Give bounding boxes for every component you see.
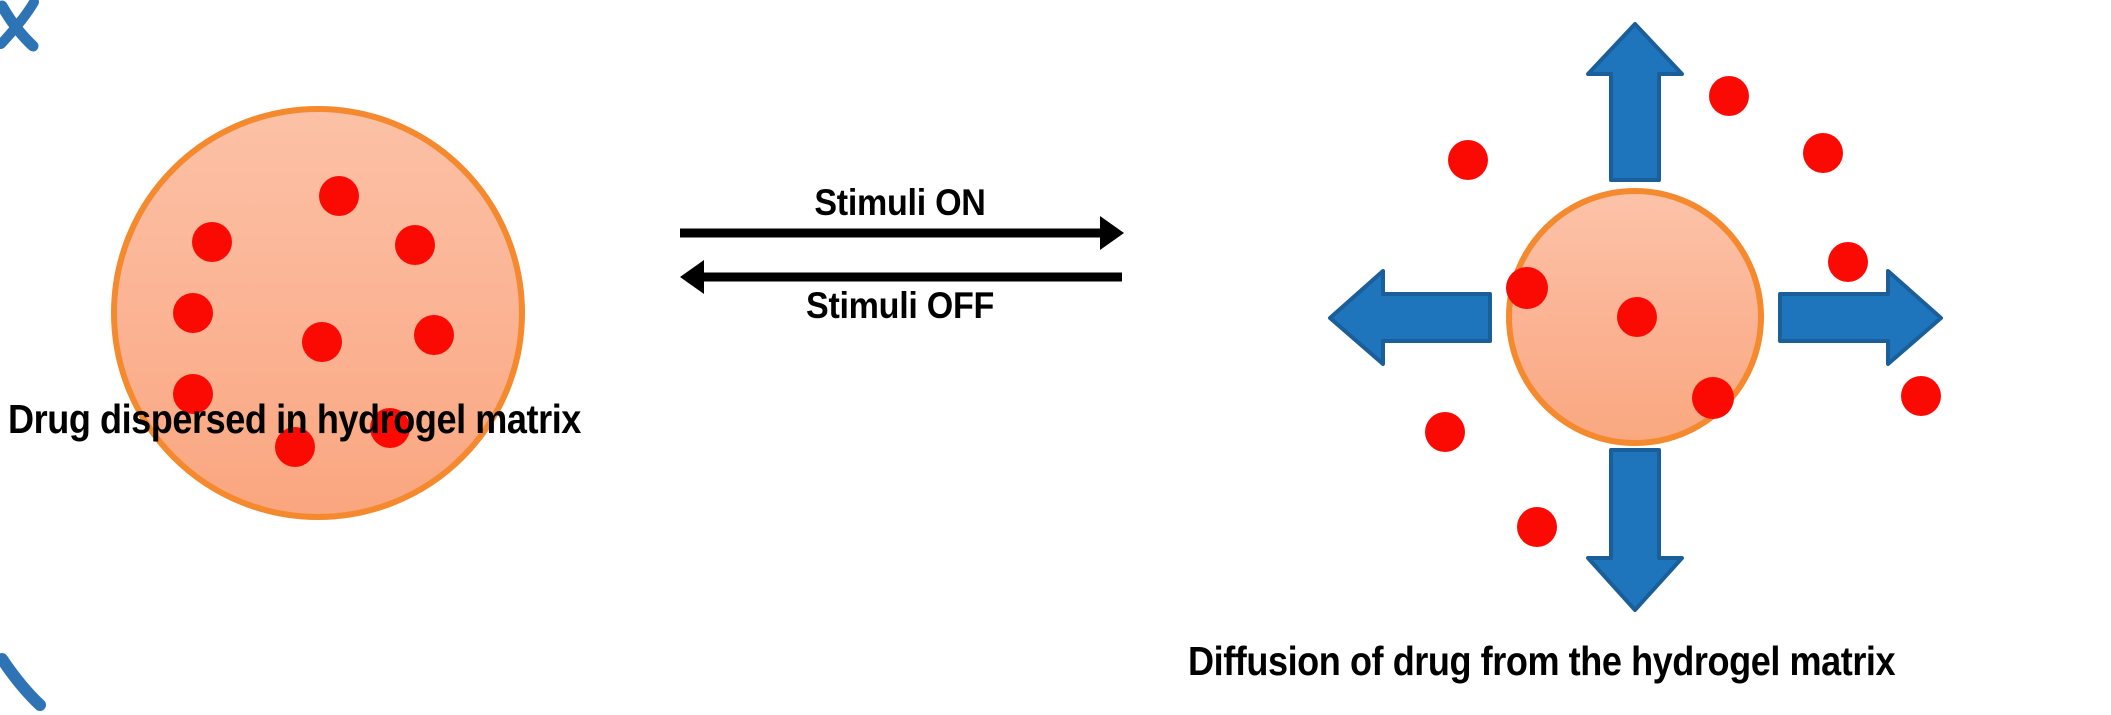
left-hydrogel-group [111,106,525,520]
right-hydrogel-group [1328,22,1943,612]
stimuli-off-label: Stimuli OFF [806,285,994,326]
drug-dot [1517,507,1557,547]
drug-dot [1803,133,1843,173]
drug-dot [1828,242,1868,282]
diffusion-arrow-up-icon [1586,22,1684,182]
stimuli-on-label: Stimuli ON [814,182,986,223]
diffusion-arrow-right-icon [1778,269,1943,366]
drug-dot [1617,297,1657,337]
corner-swoosh-bottom-left-icon [0,653,46,711]
drug-dot [414,315,454,355]
drug-dots-right-outer-group [1425,76,1941,547]
drug-dot [1448,140,1488,180]
drug-dot [395,225,435,265]
drug-dot [1901,376,1941,416]
stimuli-arrows-group [680,216,1124,294]
stimuli-off-arrow-icon [680,260,1122,294]
drug-dot [275,427,315,467]
drug-dot [192,222,232,262]
drug-dot [1425,412,1465,452]
drug-dot [173,374,213,414]
diffusion-arrow-down-icon [1586,448,1684,612]
hydrogel-matrix-left [111,106,525,520]
drug-dot [302,322,342,362]
drug-dots-right-inner-group [1506,267,1734,419]
stimuli-on-arrow-icon [680,216,1124,250]
drug-dot [319,176,359,216]
diffusion-arrow-left-icon [1328,269,1492,366]
drug-dot [1506,267,1548,309]
drug-dot [1709,76,1749,116]
right-panel-caption: Diffusion of drug from the hydrogel matr… [1188,638,1896,684]
corner-swoosh-top-left-icon [0,0,39,52]
drug-dot [173,293,213,333]
left-panel-caption: Drug dispersed in hydrogel matrix [8,396,581,442]
drug-dot [1692,377,1734,419]
drug-dot [370,408,410,448]
drug-dots-left-group [173,176,454,467]
